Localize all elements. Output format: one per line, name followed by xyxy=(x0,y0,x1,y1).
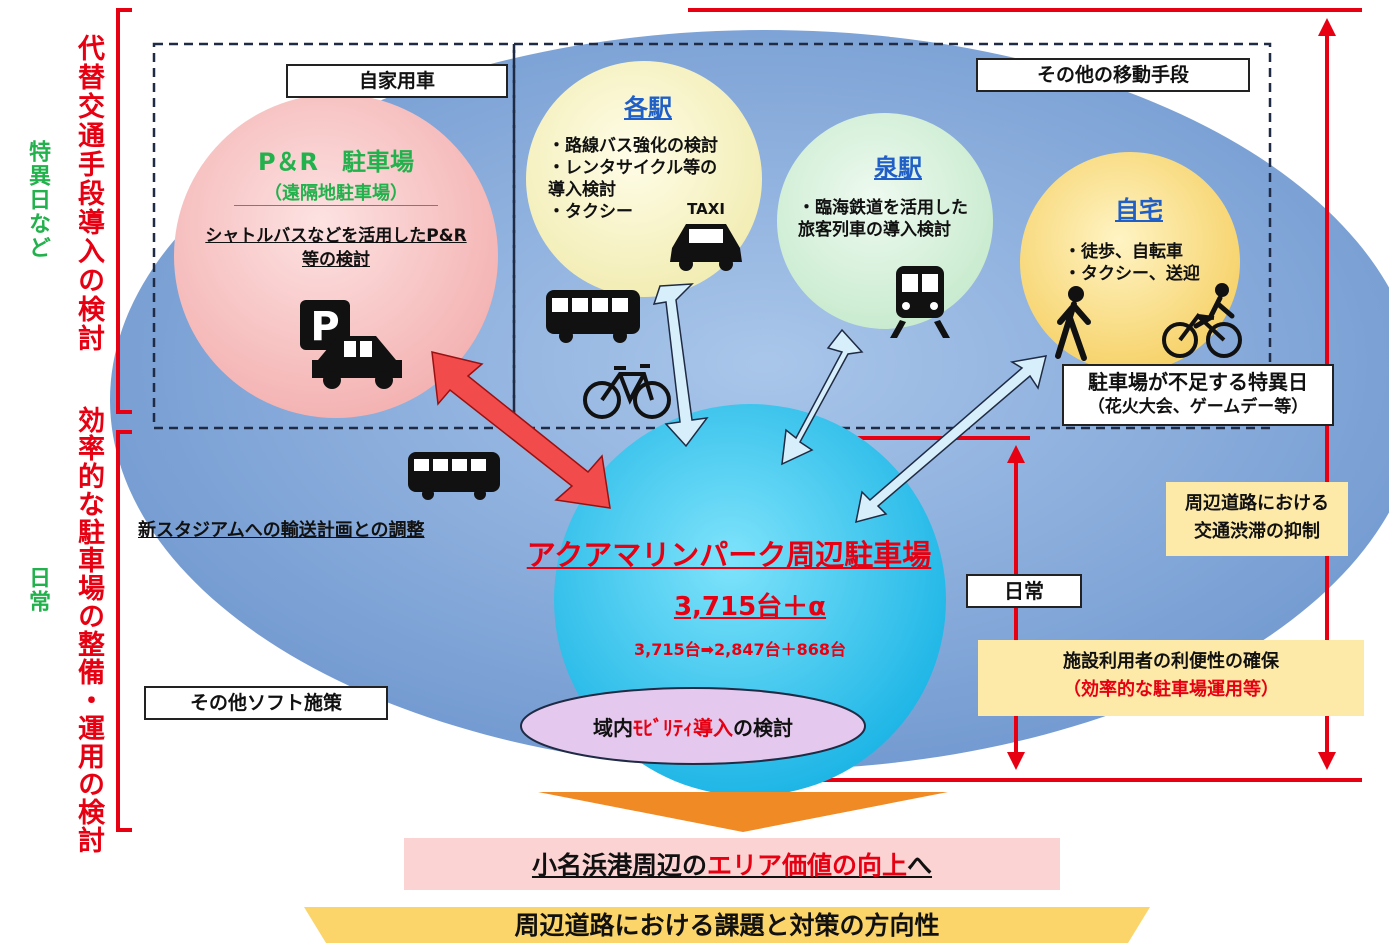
goal-text: 小名浜港周辺のエリア価値の向上へ xyxy=(404,846,1060,882)
main-parking-detail: 3,715台➡2,847台＋868台 xyxy=(633,640,847,659)
pr-title: P＆R 駐車場 xyxy=(257,148,415,176)
convenience-line-2: （効率的な駐車場運用等） xyxy=(1063,679,1279,700)
home-line-1: ・徒歩、自転車 xyxy=(1064,242,1183,262)
mobility-oval xyxy=(520,687,866,765)
pedestrian-icon xyxy=(1055,286,1091,361)
mobility-prefix: 域内 xyxy=(593,716,633,740)
alternative-transport-label: 代替交通手段導入の検討 xyxy=(73,34,104,353)
goal-highlight: エリア価値の向上 xyxy=(706,851,907,880)
car-icon xyxy=(312,336,402,389)
private-car-region xyxy=(152,42,516,430)
home-title: 自宅 xyxy=(1115,196,1163,224)
svg-text:TAXI: TAXI xyxy=(687,200,725,218)
arrow-izumi xyxy=(781,328,864,466)
mobility-highlight: ﾓﾋﾞﾘﾃｨ導入 xyxy=(633,716,733,740)
taxi-icon: TAXI xyxy=(670,200,742,271)
goal-suffix: へ xyxy=(907,851,933,880)
pr-circle-content: P＆R 駐車場 （遠隔地駐車場） シャトルバスなどを活用したP&R等の検討 xyxy=(184,142,488,272)
pr-text: シャトルバスなどを活用したP&R等の検討 xyxy=(205,226,467,270)
train-icon xyxy=(890,266,950,338)
home-circle-content: 自宅 ・徒歩、自転車 ・タクシー、送迎 xyxy=(1064,190,1234,285)
special-day-line-2: （花火大会、ゲームデー等） xyxy=(1087,397,1309,417)
stations-title: 各駅 xyxy=(624,94,672,122)
bus-icon-lower xyxy=(408,452,500,500)
main-parking-title: アクアマリンパーク周辺駐車場 xyxy=(526,538,932,572)
stations-line-3: 導入検討 xyxy=(548,180,616,200)
main-parking-count: 3,715台＋α xyxy=(673,592,827,622)
stations-line-2: ・レンタサイクル等の xyxy=(548,158,718,178)
bus-icon xyxy=(546,290,640,343)
congestion-line-1: 周辺道路における xyxy=(1185,493,1329,514)
parking-management-label: 効率的な駐車場の整備・運用の検討 xyxy=(73,406,104,854)
stations-line-4: ・タクシー xyxy=(548,202,633,222)
congestion-note: 周辺道路における 交通渋滞の抑制 xyxy=(1166,482,1348,556)
izumi-line-2: 旅客列車の導入検討 xyxy=(798,220,951,240)
izumi-title: 泉駅 xyxy=(874,154,922,182)
home-line-2: ・タクシー、送迎 xyxy=(1064,264,1200,284)
congestion-line-2: 交通渋滞の抑制 xyxy=(1194,521,1320,542)
pr-parking-circle xyxy=(174,94,498,418)
izumi-circle-content: 泉駅 ・臨海鉄道を活用した 旅客列車の導入検討 xyxy=(798,148,998,241)
arrow-home xyxy=(855,355,1048,524)
daily-box: 日常 xyxy=(966,574,1082,608)
other-soft-measures-box: その他ソフト施策 xyxy=(144,686,388,720)
convenience-note: 施設利用者の利便性の確保 （効率的な駐車場運用等） xyxy=(978,640,1364,716)
home-circle xyxy=(1020,152,1240,372)
special-days-label: 特異日など xyxy=(25,140,50,260)
stations-line-1: ・路線バス強化の検討 xyxy=(548,136,718,156)
down-arrow xyxy=(538,792,948,832)
mobility-suffix: の検討 xyxy=(733,716,793,740)
izumi-line-1: ・臨海鉄道を活用した xyxy=(798,198,968,218)
bicycle-icon xyxy=(583,364,671,419)
goal-banner xyxy=(404,838,1060,890)
mobility-text: 域内ﾓﾋﾞﾘﾃｨ導入の検討 xyxy=(540,712,846,741)
arrow-pr-main xyxy=(431,351,611,509)
cyclist-icon xyxy=(1162,283,1242,358)
stations-circle-content: 各駅 ・路線バス強化の検討 ・レンタサイクル等の 導入検討 ・タクシー xyxy=(548,88,748,223)
daily-label: 日常 xyxy=(25,566,50,614)
arrow-stations xyxy=(652,283,709,448)
pr-subtitle: （遠隔地駐車場） xyxy=(234,179,438,206)
goal-prefix: 小名浜港周辺の xyxy=(531,851,707,880)
special-day-line-1: 駐車場が不足する特異日 xyxy=(1088,370,1308,394)
footer-title: 周辺道路における課題と対策の方向性 xyxy=(514,911,940,940)
stadium-coordination-text: 新スタジアムへの輸送計画との調整 xyxy=(138,520,425,541)
private-car-box: 自家用車 xyxy=(286,64,508,98)
footer-banner xyxy=(304,907,1150,943)
other-transport-region xyxy=(512,42,1272,430)
other-transport-box: その他の移動手段 xyxy=(976,58,1250,92)
special-day-box: 駐車場が不足する特異日 （花火大会、ゲームデー等） xyxy=(1062,364,1334,426)
convenience-line-1: 施設利用者の利便性の確保 xyxy=(1063,651,1279,672)
